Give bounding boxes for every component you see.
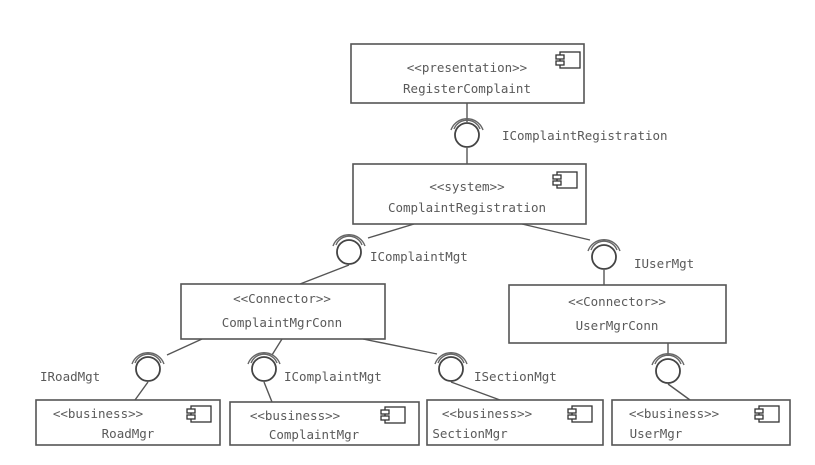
interface-label: IUserMgt xyxy=(634,256,694,271)
interface-icomplaint-mgt-business[interactable]: IComplaintMgt xyxy=(247,352,382,384)
component-complaint-registration[interactable]: <<system>> ComplaintRegistration xyxy=(352,163,587,225)
component-register-complaint[interactable]: <<presentation>> RegisterComplaint xyxy=(350,43,585,104)
component-user-mgr[interactable]: <<business>> UserMgr xyxy=(611,399,791,446)
stereotype-label: <<business>> xyxy=(629,406,719,421)
connector-lines xyxy=(134,103,691,403)
interface-label: IComplaintMgt xyxy=(370,249,468,264)
component-complaint-mgr-conn[interactable]: <<Connector>> ComplaintMgrConn xyxy=(180,283,386,340)
uml-component-icon xyxy=(555,51,581,69)
component-name: RoadMgr xyxy=(102,426,155,441)
interface-icomplaint-mgt[interactable]: IComplaintMgt xyxy=(332,234,468,265)
interface-user-mgr-conn[interactable] xyxy=(651,353,685,384)
interface-isection-mgt[interactable]: ISectionMgt xyxy=(434,352,557,384)
interface-icomplaint-registration[interactable]: IComplaintRegistration xyxy=(450,118,668,148)
stereotype-label: <<presentation>> xyxy=(407,60,527,75)
uml-component-icon xyxy=(380,406,406,424)
component-name: ComplaintMgr xyxy=(269,427,360,442)
component-name: UserMgr xyxy=(630,426,683,441)
component-name: ComplaintMgrConn xyxy=(222,315,342,330)
component-complaint-mgr[interactable]: <<business>> ComplaintMgr xyxy=(229,401,420,446)
interface-iuser-mgt[interactable]: IUserMgt xyxy=(587,239,694,271)
stereotype-label: <<business>> xyxy=(53,406,143,421)
interface-iroad-mgt[interactable]: IRoadMgt xyxy=(40,352,165,384)
component-name: UserMgrConn xyxy=(576,318,659,333)
uml-component-icon xyxy=(186,405,212,423)
component-name: ComplaintRegistration xyxy=(388,200,546,215)
stereotype-label: <<business>> xyxy=(442,406,532,421)
interface-label: IComplaintMgt xyxy=(284,369,382,384)
stereotype-label: <<Connector>> xyxy=(568,294,666,309)
stereotype-label: <<business>> xyxy=(250,408,340,423)
component-section-mgr[interactable]: <<business>> SectionMgr xyxy=(426,399,604,446)
uml-component-icon xyxy=(552,171,578,189)
stereotype-label: <<Connector>> xyxy=(233,291,331,306)
component-road-mgr[interactable]: <<business>> RoadMgr xyxy=(35,399,221,446)
stereotype-label: <<system>> xyxy=(429,179,504,194)
interface-label: ISectionMgt xyxy=(474,369,557,384)
interface-label: IComplaintRegistration xyxy=(502,128,668,143)
component-name: SectionMgr xyxy=(432,426,508,441)
uml-component-icon xyxy=(567,405,593,423)
uml-component-icon xyxy=(754,405,780,423)
component-name: RegisterComplaint xyxy=(403,81,531,96)
component-user-mgr-conn[interactable]: <<Connector>> UserMgrConn xyxy=(508,284,727,344)
interface-label: IRoadMgt xyxy=(40,369,100,384)
